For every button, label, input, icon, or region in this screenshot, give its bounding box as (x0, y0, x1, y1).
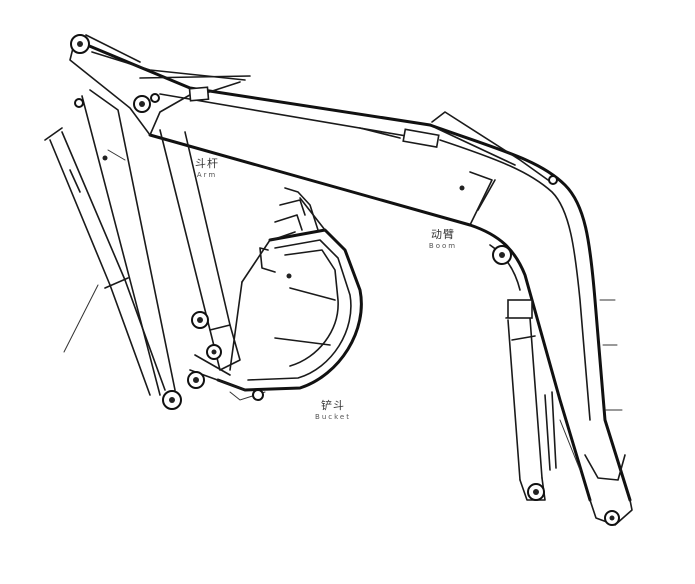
boom-label-en: Boom (428, 242, 458, 250)
arm-label-en: Arm (196, 171, 218, 179)
arm (69, 34, 496, 331)
bucket-cylinder (44, 89, 176, 396)
boom-cylinder (505, 299, 557, 501)
bucket-label-zh: 铲斗 (321, 399, 345, 412)
bucket-label: 铲斗 Bucket (308, 400, 358, 421)
bucket-label-en: Bucket (315, 413, 351, 421)
arm-label: 斗杆 Arm (190, 158, 224, 179)
bucket (189, 187, 363, 401)
arm-label-zh: 斗杆 (195, 157, 219, 170)
boom-label-zh: 动臂 (431, 228, 455, 241)
pins (70, 34, 620, 526)
arm-cylinder (139, 75, 549, 181)
boom-label: 动臂 Boom (418, 229, 468, 250)
